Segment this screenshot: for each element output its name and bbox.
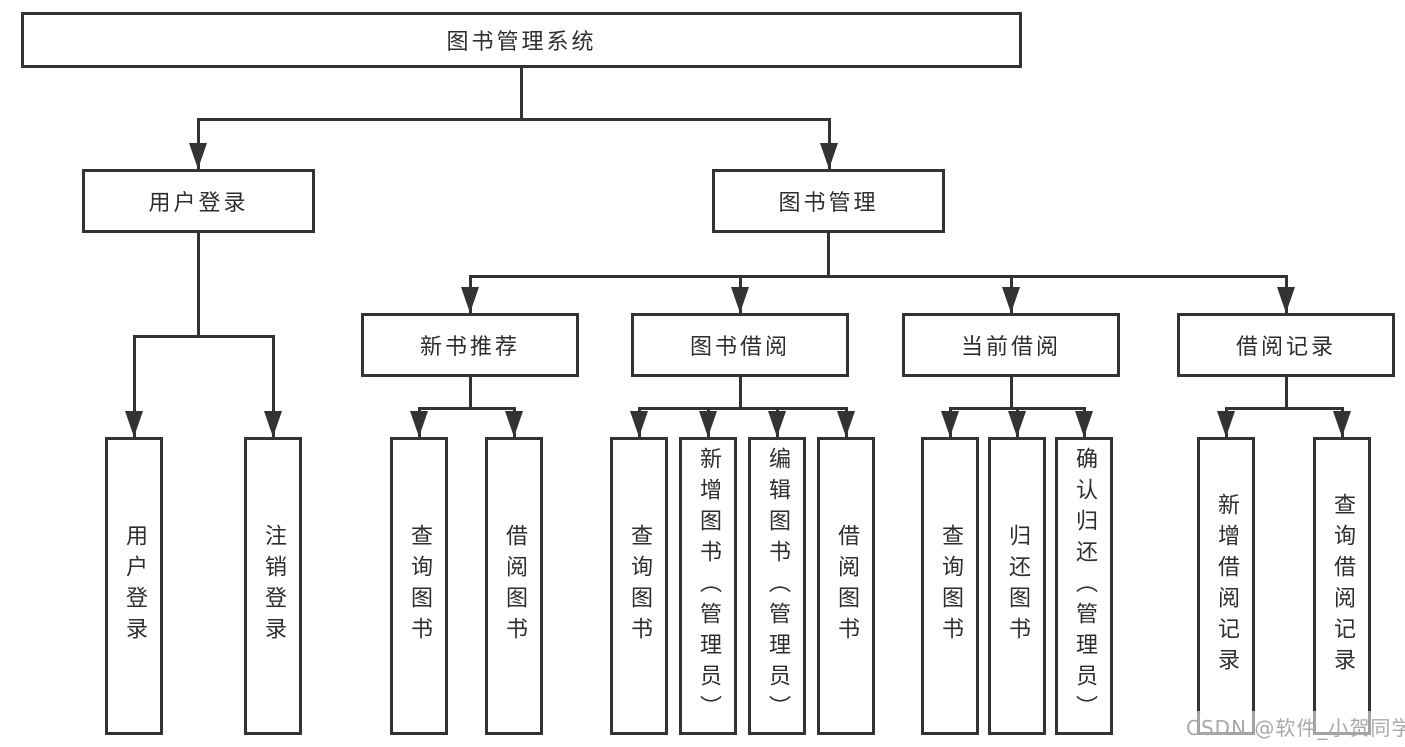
leaf-query-borrow-record: 查询借阅记录 [1313,437,1371,735]
leaf-query-books-current: 查询图书 [921,437,979,735]
csdn-watermark: CSDN @软件_小贺同学 [1183,711,1405,742]
arrowhead-record-child-2 [1333,411,1351,437]
node-borrowing-records: 借阅记录 [1177,313,1395,377]
leaf-return-books: 归还图书 [988,437,1046,735]
node-label: 图书管理 [778,191,879,216]
arrowhead-record-child-1 [1217,411,1235,437]
connector-login-horizontal [133,335,275,338]
node-label: 用户登录 [148,191,249,216]
arrowhead-book-management [820,143,838,169]
arrowhead-new-book [461,287,479,313]
connector-record-down [1285,377,1288,407]
node-label: 借阅图书 [834,524,859,648]
arrowhead-borrow-child-1 [630,411,648,437]
node-book-management: 图书管理 [712,169,945,233]
arrowhead-current-borrow [1002,287,1020,313]
node-label: 查询图书 [407,524,432,648]
connector-record-horizontal [1225,407,1344,410]
node-label: 查询借阅记录 [1330,493,1355,679]
connector-recommend-down [469,377,472,407]
arrowhead-user-login [189,143,207,169]
node-user-login: 用户登录 [82,169,315,233]
node-label: 确认归还（管理员） [1072,446,1097,726]
leaf-query-books-recommend: 查询图书 [390,437,448,735]
leaf-query-books-borrow: 查询图书 [610,437,668,735]
leaf-add-borrow-record: 新增借阅记录 [1197,437,1255,735]
node-label: 借阅图书 [502,524,527,648]
node-label: 图书借阅 [689,335,790,360]
leaf-logout: 注销登录 [244,437,302,735]
connector-borrow-down [739,377,742,407]
arrowhead-borrow-child-2 [699,411,717,437]
node-label: 查询图书 [627,524,652,648]
node-label: 新书推荐 [419,335,520,360]
arrowhead-borrow-child-3 [768,411,786,437]
node-label: 新增借阅记录 [1214,493,1239,679]
leaf-edit-books-admin: 编辑图书（管理员） [748,437,806,735]
leaf-add-books-admin: 新增图书（管理员） [679,437,737,735]
connector-root-horizontal [197,118,831,121]
connector-mgmt-horizontal [469,275,1288,278]
node-label: 注销登录 [261,524,286,648]
node-current-borrowing: 当前借阅 [902,313,1120,377]
node-new-book-recommend: 新书推荐 [361,313,579,377]
arrowhead-recommend-child-2 [505,411,523,437]
node-book-borrowing: 图书借阅 [631,313,849,377]
arrowhead-current-child-3 [1075,411,1093,437]
connector-to-leaf-logout [272,335,275,437]
node-label: 编辑图书（管理员） [765,446,790,726]
leaf-borrow-books-borrow: 借阅图书 [817,437,875,735]
arrowhead-book-borrow [731,287,749,313]
leaf-confirm-return-admin: 确认归还（管理员） [1055,437,1113,735]
connector-login-down [197,233,200,335]
leaf-borrow-books-recommend: 借阅图书 [485,437,543,735]
arrowhead-current-child-2 [1008,411,1026,437]
arrowhead-leaf-logout [264,411,282,437]
connector-current-down [1010,377,1013,407]
arrowhead-leaf-user-login [125,411,143,437]
node-library-management-system: 图书管理系统 [21,12,1022,68]
node-label: 新增图书（管理员） [696,446,721,726]
node-label: 用户登录 [122,524,147,648]
arrowhead-recommend-child-1 [410,411,428,437]
arrowhead-borrow-record [1277,287,1295,313]
node-label: 借阅记录 [1235,335,1336,360]
node-label: 归还图书 [1005,524,1030,648]
connector-mgmt-down [827,233,830,275]
connector-to-leaf-user-login [133,335,136,437]
connector-root-down [520,68,523,121]
connector-borrow-horizontal [638,407,848,410]
leaf-user-login: 用户登录 [105,437,163,735]
node-label: 查询图书 [938,524,963,648]
node-label: 当前借阅 [960,335,1061,360]
connector-recommend-horizontal [418,407,516,410]
arrowhead-current-child-1 [941,411,959,437]
arrowhead-borrow-child-4 [837,411,855,437]
node-label: 图书管理系统 [446,30,597,55]
